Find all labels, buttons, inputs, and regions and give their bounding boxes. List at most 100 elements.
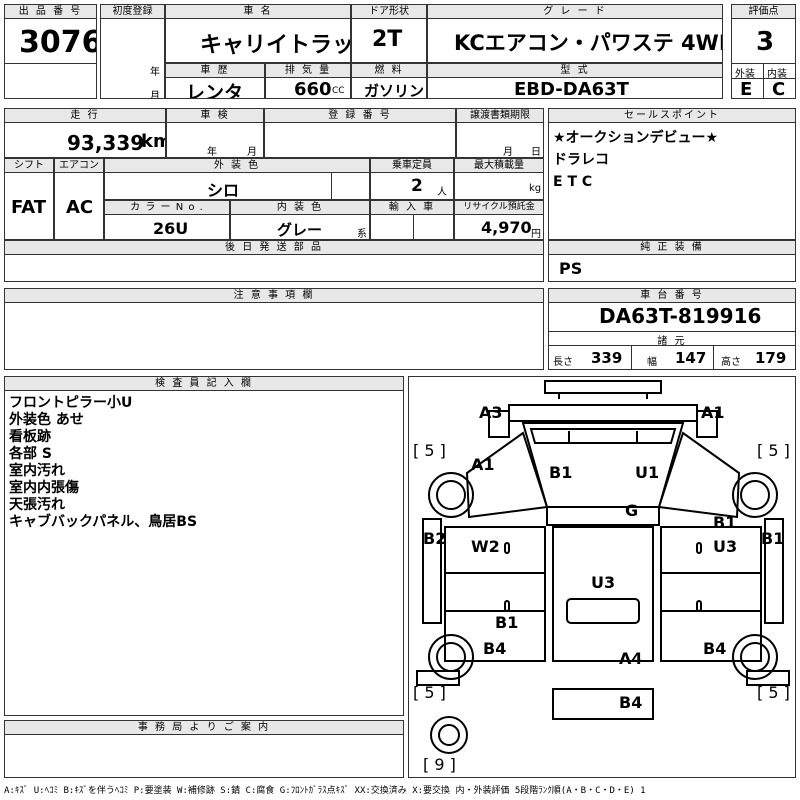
lot-number: 3076 — [19, 25, 97, 60]
damage-mark: B4 — [483, 639, 507, 658]
genuine-equipment-label: 純 正 装 備 — [549, 241, 795, 255]
tire-tread-front-right: [ 5 ] — [757, 441, 790, 460]
inspector-note: フロントピラー小U — [9, 395, 133, 411]
width-label: 幅 — [647, 357, 657, 368]
inspector-note: 室内内張傷 — [9, 480, 79, 496]
transfer-day-unit: 日 — [531, 147, 541, 158]
interior-color-unit: 系 — [357, 229, 367, 240]
door-type-label: ドア形状 — [352, 5, 426, 19]
max-load-label: 最大積載量 — [455, 159, 543, 173]
inspector-note: 看板跡 — [9, 429, 51, 445]
chassis-number: DA63T-819916 — [599, 304, 762, 328]
registration-label: 登 録 番 号 — [265, 109, 455, 123]
inspector-notes-label: 検 査 員 記 入 欄 — [5, 377, 403, 391]
width: 147 — [675, 349, 707, 367]
aircon-cell: エアコン AC — [54, 158, 104, 240]
chassis-label: 車 台 番 号 — [549, 289, 795, 303]
max-load-unit: kg — [529, 183, 542, 194]
grade-label: グ レ ー ド — [428, 5, 722, 19]
damage-mark: B4 — [619, 693, 643, 712]
history-cell: 車 歴 レンタ — [165, 63, 265, 99]
lot-number-cell: 出 品 番 号 3076 — [4, 4, 97, 99]
damage-mark: A1 — [701, 403, 725, 422]
tire-tread-rear-left: [ 5 ] — [413, 683, 446, 702]
interior-grade: C — [772, 79, 786, 99]
genuine-equipment: PS — [559, 259, 583, 278]
exterior-label: 外装 — [735, 69, 755, 80]
interior-color-cell: 内 装 色 グレー 系 — [230, 200, 370, 240]
color-number: 26U — [153, 219, 189, 238]
transfer-deadline-cell: 譲渡書類期限 月 日 — [456, 108, 544, 158]
damage-mark: B1 — [495, 613, 519, 632]
inspection-month-unit: 月 — [247, 147, 257, 158]
caution-label: 注 意 事 項 欄 — [5, 289, 543, 303]
inspector-note: 室内汚れ — [9, 463, 65, 479]
model-cell: 型 式 EBD-DA63T — [427, 63, 723, 99]
inspector-notes-cell: 検 査 員 記 入 欄 フロントピラー小U 外装色 あせ 看板跡 各部 S 室内… — [4, 376, 404, 716]
office-info-label: 事 務 局 よ り ご 案 内 — [5, 721, 403, 735]
mileage: 93,339 — [67, 131, 145, 155]
shift-label: シフト — [5, 159, 53, 173]
truck-outline — [416, 380, 790, 754]
mileage-cell: 走 行 93,339 km — [4, 108, 166, 158]
specs-label: 諸 元 — [657, 336, 687, 347]
damage-mark: A1 — [471, 455, 495, 474]
transfer-deadline-label: 譲渡書類期限 — [457, 109, 543, 123]
damage-mark: A4 — [619, 649, 643, 668]
inspector-note: キャブバックパネル、鳥居BS — [9, 514, 198, 530]
length-label: 長さ — [553, 357, 573, 368]
grade-cell: グ レ ー ド KCエアコン・パワステ 4WD — [427, 4, 723, 63]
genuine-equipment-cell: 純 正 装 備 PS — [548, 240, 796, 282]
first-registration-cell: 初度登録 年 月 — [100, 4, 165, 99]
color-number-label: カ ラ ー N o . — [105, 201, 229, 215]
interior-color-label: 内 装 色 — [231, 201, 369, 215]
inspector-note: 天張汚れ — [9, 497, 65, 513]
later-parts-cell: 後 日 発 送 部 品 — [4, 240, 544, 282]
damage-mark: B4 — [703, 639, 727, 658]
recycle-label: リサイクル預託金 — [455, 201, 543, 215]
displacement: 660 — [294, 79, 332, 99]
tire-tread-rear-right: [ 5 ] — [757, 683, 790, 702]
capacity: 2 — [411, 176, 423, 196]
score-cell: 評価点 3 外装 内装 E C — [731, 4, 796, 99]
score-label: 評価点 — [732, 5, 795, 19]
sales-point: ドラレコ — [553, 152, 609, 168]
mileage-label: 走 行 — [5, 109, 165, 123]
car-name-label: 車 名 — [166, 5, 350, 19]
inspector-note: 各部 S — [9, 446, 52, 462]
transfer-month-unit: 月 — [503, 147, 513, 158]
recycle-unit: 円 — [531, 229, 541, 240]
exterior-color: シロ — [207, 181, 240, 200]
recycle-cell: リサイクル預託金 4,970 円 — [454, 200, 544, 240]
max-load-cell: 最大積載量 kg — [454, 158, 544, 200]
damage-mark: U3 — [591, 573, 616, 592]
sales-point: E T C — [553, 174, 593, 190]
aircon-label: エアコン — [55, 159, 103, 173]
month-unit: 月 — [150, 91, 160, 99]
aircon: AC — [66, 197, 94, 218]
chassis-cell: 車 台 番 号 DA63T-819916 諸 元 長さ 339 幅 147 高さ… — [548, 288, 796, 370]
height-label: 高さ — [721, 357, 741, 368]
history: レンタ — [186, 82, 244, 99]
displacement-unit: CC — [332, 86, 345, 96]
length: 339 — [591, 349, 623, 367]
import-cell: 輸 入 車 — [370, 200, 454, 240]
damage-mark: A3 — [479, 403, 503, 422]
capacity-label: 乗車定員 — [371, 159, 453, 173]
fuel: ガソリン — [364, 82, 425, 99]
year-unit: 年 — [150, 67, 160, 78]
car-name-cell: 車 名 キャリイトラック — [165, 4, 351, 63]
fuel-cell: 燃 料 ガソリン — [351, 63, 427, 99]
door-type: 2T — [372, 27, 403, 52]
score: 3 — [756, 27, 775, 57]
registration-cell: 登 録 番 号 — [264, 108, 456, 158]
shift-cell: シフト FAT — [4, 158, 54, 240]
vehicle-diagram: A3 A1 A1 B1 U1 G B2 W2 B1 U3 B1 U3 B1 B4… — [408, 376, 796, 778]
office-info-cell: 事 務 局 よ り ご 案 内 — [4, 720, 404, 778]
damage-mark: G — [625, 501, 639, 520]
damage-mark: B1 — [761, 529, 785, 548]
later-parts-label: 後 日 発 送 部 品 — [5, 241, 543, 255]
damage-mark: W2 — [471, 537, 500, 556]
history-label: 車 歴 — [166, 64, 264, 78]
lot-number-label: 出 品 番 号 — [5, 5, 96, 19]
